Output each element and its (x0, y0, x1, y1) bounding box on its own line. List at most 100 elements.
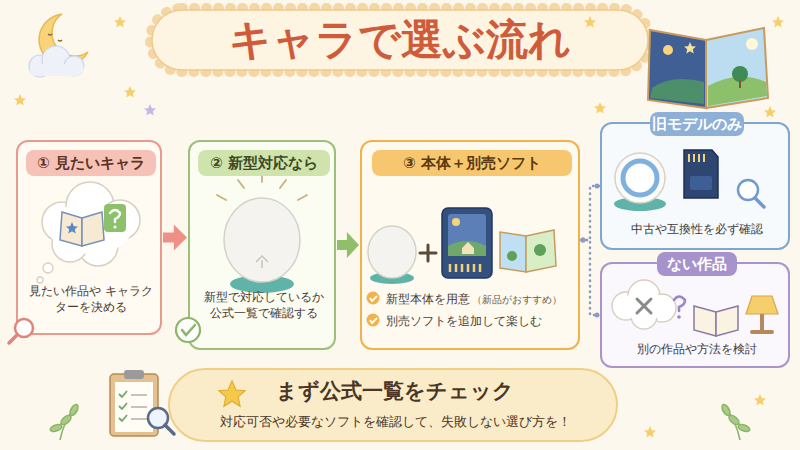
null-part-part (78, 226, 118, 266)
flow-connector (581, 238, 600, 318)
check-bullets (367, 292, 380, 327)
branch-panel: ない作品別の作品や方法を検討 (600, 262, 790, 368)
open-book-part (648, 30, 706, 108)
clipboard-icon-part (148, 408, 168, 428)
stars-part (124, 86, 136, 98)
magnifier-icon-part (9, 335, 17, 343)
picture-book-part (534, 244, 546, 256)
null-part (612, 280, 676, 329)
picture-book-part (526, 230, 556, 272)
step-panel: ③ 本体＋別売ソフト新型本体を用意（新品がおすすめ）別売ソフトを追加して楽しむ (360, 140, 580, 350)
null-part-part (52, 226, 88, 262)
clipboard-icon-part (131, 395, 147, 419)
magnifier-icon-part (15, 319, 33, 337)
leaves-part (68, 403, 79, 416)
clipboard-icon (110, 370, 174, 436)
check-bullets-part (367, 292, 380, 305)
open-book-part (684, 42, 696, 54)
speaker-device-large (217, 172, 307, 293)
open-book-part (708, 77, 767, 106)
stars-part (772, 16, 784, 28)
software-card-part (450, 264, 480, 272)
speaker-device-small (368, 226, 416, 284)
open-book-part (663, 45, 673, 55)
leaves-part (724, 406, 740, 440)
speaker-device-large-part (230, 275, 294, 293)
open-book (648, 28, 768, 108)
stars-part (114, 16, 126, 28)
lamp-icon (746, 296, 778, 334)
null-part-part (42, 46, 70, 74)
old-model-device-part (623, 161, 657, 195)
software-card-part (442, 208, 492, 278)
dotted-connector (581, 186, 599, 240)
node-text: 新型で対応しているか 公式一覧で確認する (198, 290, 330, 321)
moon-cloud-part (39, 14, 88, 66)
arrow-shape (337, 232, 359, 258)
node-heading: ② 新型対応なら (198, 150, 330, 176)
book-icon-part (694, 306, 716, 336)
panel1-thought-bubble-part (60, 212, 82, 246)
node-text: 別売ソフトを追加して楽しむ (386, 314, 542, 330)
node-heading: 旧モデルのみ (650, 112, 744, 136)
diagram-title: キャラで選ぶ流れ (150, 12, 650, 68)
check-circle-icon-part (176, 318, 200, 342)
null-part-part (631, 303, 657, 329)
speaker-device-large-part (224, 198, 300, 282)
panel1-thought-bubble-part (48, 202, 132, 254)
node-heading: ない作品 (657, 252, 737, 276)
leaves-part (60, 406, 76, 440)
step-panel: ② 新型対応なら新型で対応しているか 公式一覧で確認する (188, 140, 336, 350)
lamp-icon-part (760, 314, 764, 330)
node-heading: まず公式一覧をチェック (220, 378, 570, 405)
panel1-thought-bubble (37, 182, 140, 283)
panel1-thought-bubble-part (113, 225, 116, 228)
picture-book-part (507, 251, 517, 261)
speaker-device-large-part (256, 256, 268, 268)
open-book-part (650, 79, 704, 104)
null-part-part (628, 280, 660, 312)
node-heading: ③ 本体＋別売ソフト (372, 150, 572, 176)
none-thought-bubble (612, 280, 685, 329)
software-card-part (452, 218, 460, 226)
null-part (29, 46, 84, 77)
title-banner (150, 8, 650, 72)
null-part-part (42, 202, 82, 242)
magnifier-icon (738, 180, 764, 207)
stars (14, 16, 784, 438)
panel1-thought-bubble-part (110, 210, 120, 222)
book-icon-part (716, 306, 738, 336)
plus-sign (420, 245, 436, 261)
connector-dot (595, 184, 600, 189)
sd-card-part (689, 154, 704, 162)
connector-dot (581, 238, 586, 243)
node-text: 対応可否や必要なソフトを確認して、失敗しない選び方を！ (190, 414, 600, 430)
check-bullets-part (367, 314, 380, 327)
leaves (49, 403, 750, 440)
clipboard-icon-part (119, 391, 127, 421)
none-thought-bubble-part (674, 297, 685, 312)
flow-connector (337, 232, 359, 258)
stars-part (644, 426, 656, 438)
sd-card (684, 150, 718, 198)
leaves-part (49, 423, 62, 433)
moon-cloud (29, 14, 88, 77)
node-heading: ① 見たいキャラ (26, 150, 156, 176)
software-card-part (448, 214, 486, 256)
plus-sign-part (420, 245, 436, 261)
magnifier-icon-part (755, 198, 764, 207)
panel1-thought-bubble-part (82, 212, 104, 246)
node-text: 見たい作品や キャラクターを決める (26, 284, 156, 315)
speaker-device-small-part (370, 272, 414, 284)
node-text: （新品がおすすめ） (472, 294, 562, 306)
panel1-thought-bubble-part (104, 204, 126, 232)
stars-part (754, 394, 766, 406)
banner-star (219, 381, 245, 407)
picture-book-part (500, 232, 526, 272)
open-book-part (706, 28, 768, 108)
leaves-part (727, 414, 740, 426)
panel1-thought-bubble-part (66, 222, 78, 234)
null-part-part (64, 56, 84, 76)
banner-star-part (219, 381, 245, 407)
